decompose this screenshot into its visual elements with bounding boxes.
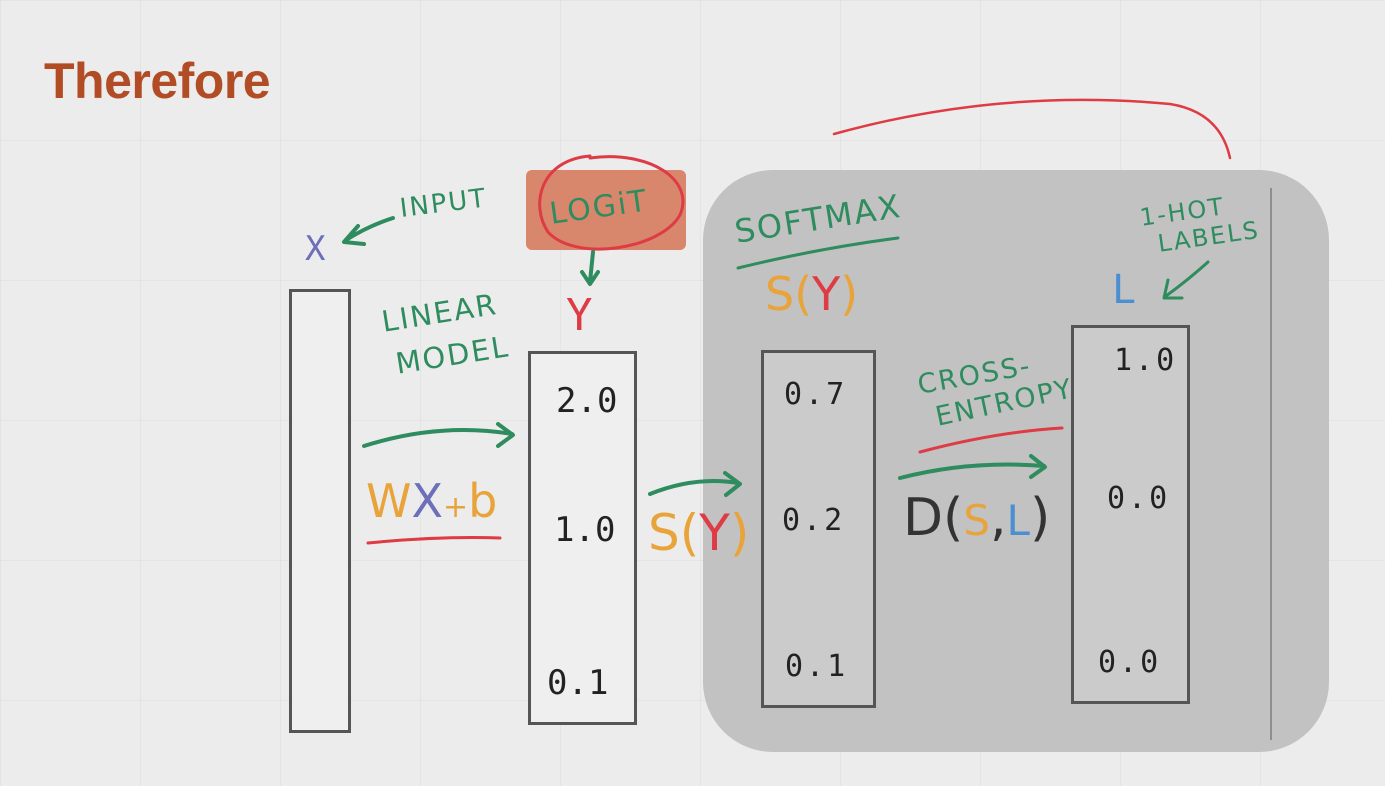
softmax-out-close: ) (840, 267, 859, 321)
softmax-out-y: Y (812, 267, 841, 321)
distance-comma: , (990, 488, 1007, 548)
panel-divider (1270, 188, 1272, 740)
logit-value: 0.1 (547, 663, 609, 703)
softmax-vector (761, 350, 876, 708)
distance-open: ( (943, 488, 964, 548)
softmax-value: 0.7 (784, 377, 848, 412)
label-value: 0.0 (1107, 481, 1171, 516)
formula-plus: + (443, 490, 469, 525)
slide-title: Therefore (44, 53, 271, 109)
softmax-fn-y: Y (699, 504, 730, 562)
distance-function: D(S,L) (903, 492, 1050, 544)
softmax-fn-open: ( (679, 504, 700, 562)
distance-s: S (963, 496, 991, 545)
softmax-value: 0.2 (782, 503, 846, 538)
distance-l: L (1006, 496, 1030, 545)
softmax-value: 0.1 (785, 649, 849, 684)
label-value: 0.0 (1098, 645, 1162, 680)
softmax-function: S(Y) (648, 508, 749, 558)
logit-value: 1.0 (554, 510, 616, 550)
softmax-out-s: S (765, 267, 795, 321)
formula-w: W (366, 474, 412, 528)
labels-symbol: L (1112, 267, 1137, 313)
softmax-fn-close: ) (729, 504, 750, 562)
input-symbol: X (305, 229, 326, 269)
formula-x: X (411, 474, 443, 528)
input-vector (289, 289, 351, 733)
linear-formula: WX+b (366, 478, 497, 524)
distance-d: D (903, 488, 944, 548)
softmax-output-label: S(Y) (765, 271, 858, 317)
softmax-fn-s: S (648, 504, 680, 562)
labels-vector (1071, 325, 1190, 704)
formula-b: b (468, 474, 498, 528)
label-value: 1.0 (1114, 343, 1178, 378)
logit-vector (528, 351, 637, 725)
distance-close: ) (1029, 488, 1051, 548)
softmax-out-open: ( (794, 267, 813, 321)
logit-value: 2.0 (556, 381, 618, 421)
logit-symbol: Y (566, 290, 593, 341)
